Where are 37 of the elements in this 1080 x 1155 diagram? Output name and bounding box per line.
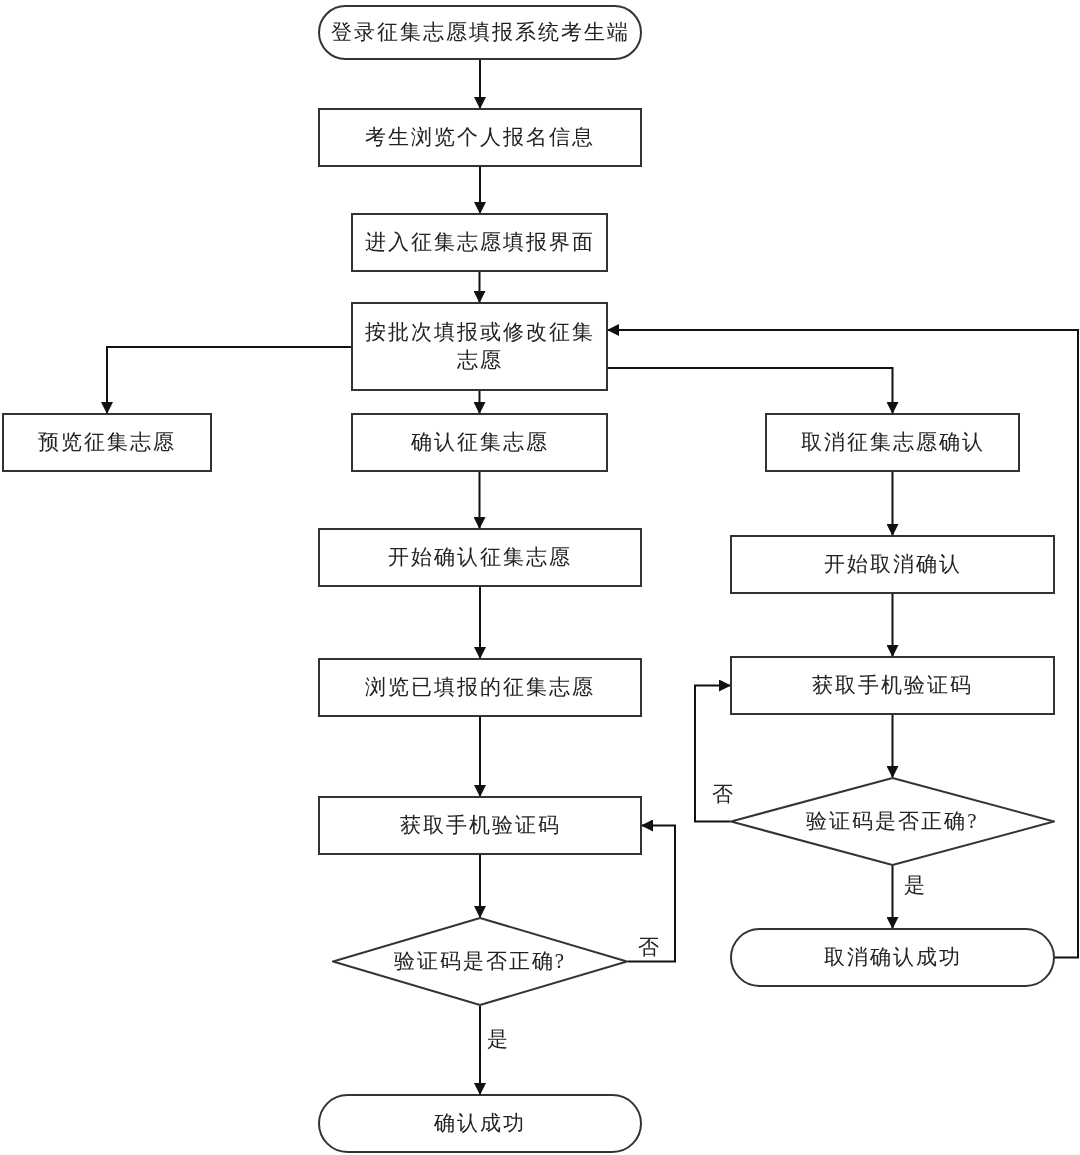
arrow: [694, 679, 731, 823]
process-box: 按批次填报或修改征集志愿: [351, 302, 608, 391]
process-box: 浏览已填报的征集志愿: [318, 658, 642, 717]
process-box: 确认征集志愿: [351, 413, 608, 472]
arrow: [474, 716, 486, 797]
arrow: [886, 865, 899, 929]
arrow: [473, 390, 486, 414]
arrow: [474, 586, 486, 659]
edge-label: 否: [636, 936, 661, 960]
process-box: 考生浏览个人报名信息: [318, 108, 642, 167]
arrow: [607, 324, 1079, 959]
arrow: [474, 166, 486, 214]
edge-label: 否: [710, 783, 735, 807]
process-box: 获取手机验证码: [318, 796, 642, 855]
edge-label: 是: [485, 1028, 510, 1052]
terminal-box: 登录征集志愿填报系统考生端: [318, 5, 642, 60]
arrow: [474, 59, 486, 109]
arrow: [886, 471, 899, 536]
arrow: [607, 367, 899, 414]
terminal-box: 确认成功: [318, 1094, 642, 1153]
process-box: 进入征集志愿填报界面: [351, 213, 608, 272]
arrow: [101, 346, 352, 414]
process-box: 取消征集志愿确认: [765, 413, 1020, 472]
process-box: 获取手机验证码: [730, 656, 1055, 715]
edge-label: 是: [902, 874, 927, 898]
arrow: [627, 819, 676, 963]
arrow: [473, 271, 486, 303]
terminal-box: 取消确认成功: [730, 928, 1055, 987]
process-box: 开始确认征集志愿: [318, 528, 642, 587]
arrow: [886, 714, 899, 778]
arrow: [473, 471, 486, 529]
process-box: 预览征集志愿: [2, 413, 212, 472]
arrow: [474, 854, 486, 918]
arrow: [886, 593, 899, 657]
decision-diamond: 验证码是否正确?: [332, 917, 628, 1006]
process-box: 开始取消确认: [730, 535, 1055, 594]
arrow: [474, 1005, 486, 1095]
